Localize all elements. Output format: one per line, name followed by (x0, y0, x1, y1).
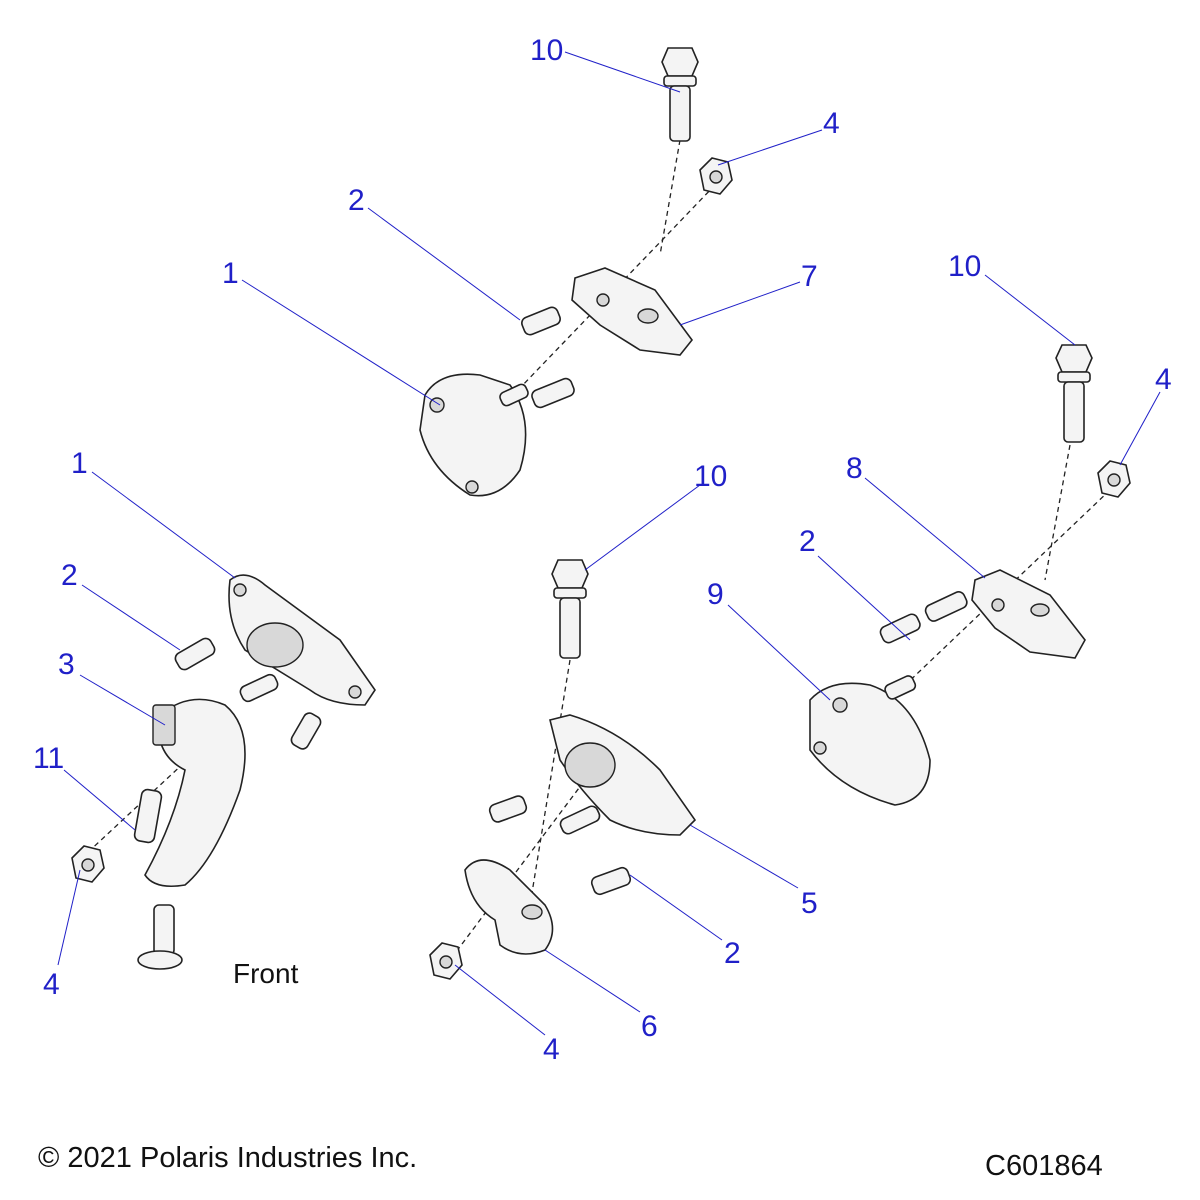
callout: 2 (724, 937, 741, 970)
callout: 7 (801, 260, 818, 293)
nut-4-left (71, 845, 105, 883)
copyright: © 2021 Polaris Industries Inc. (38, 1142, 418, 1174)
leader-lines (57, 51, 1161, 1036)
bolt-10-top (661, 47, 699, 142)
bracket-7 (571, 267, 694, 356)
callout: 4 (1155, 363, 1172, 396)
clamp-6 (464, 859, 554, 955)
callout: 8 (846, 452, 863, 485)
bracket-8 (971, 569, 1086, 659)
arm-3 (144, 698, 246, 888)
callout: 4 (823, 107, 840, 140)
pin-2-right (879, 591, 968, 644)
pin-2-left (174, 637, 322, 750)
callout: 1 (222, 257, 239, 290)
bolt-10-center (551, 559, 589, 659)
nut-4-top (699, 157, 733, 195)
nut-4-right (1097, 460, 1131, 498)
mount-9 (809, 675, 931, 806)
callout: 1 (71, 447, 88, 480)
callout: 6 (641, 1010, 658, 1043)
diagram-id: C601864 (985, 1150, 1103, 1182)
front-label: Front (233, 958, 299, 989)
callout: 4 (43, 968, 60, 1001)
callout: 2 (61, 559, 78, 592)
callout: 10 (530, 34, 563, 67)
callout: 4 (543, 1033, 560, 1066)
pin-2-top (521, 306, 575, 409)
mount-1-left (228, 574, 376, 706)
nut-4-center (429, 942, 463, 980)
mount-5 (549, 714, 697, 836)
callout: 10 (948, 250, 981, 283)
bolt-left-bottom (137, 904, 183, 970)
callout: 2 (799, 525, 816, 558)
callout: 10 (694, 460, 727, 493)
mount-1-top (419, 373, 529, 497)
callout: 9 (707, 578, 724, 611)
bolt-10-right (1055, 344, 1093, 443)
callout-numbers: 10 4 2 1 7 10 4 10 8 2 9 1 2 3 11 4 5 2 … (33, 34, 1172, 1066)
pin-2-center (488, 795, 632, 896)
callout: 3 (58, 648, 75, 681)
callout: 11 (33, 742, 64, 775)
callout: 2 (348, 184, 365, 217)
callout: 5 (801, 887, 818, 920)
stud-11 (133, 788, 163, 844)
